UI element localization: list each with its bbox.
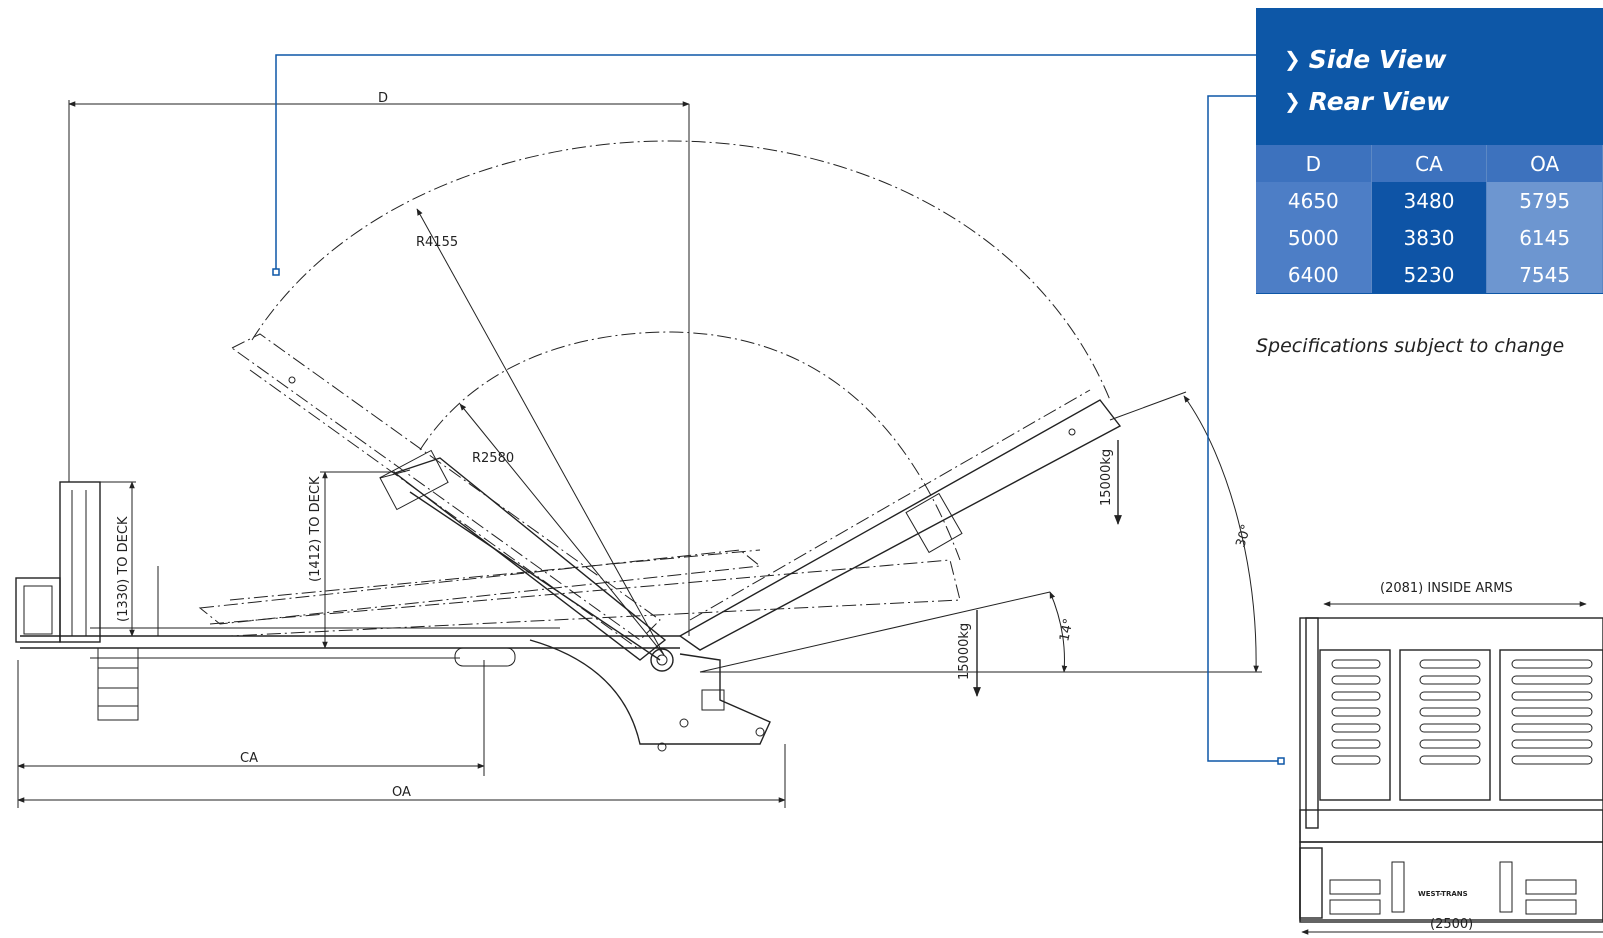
leader-line-side-view <box>275 54 1256 272</box>
rear-left-panel <box>1319 649 1391 801</box>
menu-item-label: Side View <box>1308 44 1447 74</box>
side-view-drawing: D CA OA R4155 R2580 (1330) TO DECK (1412… <box>15 91 1262 808</box>
spec-header-oa: OA <box>1486 145 1603 182</box>
table-cell: 5795 <box>1486 182 1603 219</box>
load-lower-label: 15000kg <box>957 623 972 680</box>
menu-item-rear-view[interactable]: ❯ Rear View <box>1284 80 1449 122</box>
menu-item-side-view[interactable]: ❯ Side View <box>1284 38 1449 80</box>
rear-right-panel <box>1499 649 1603 801</box>
inner-swing-arc <box>419 331 961 561</box>
rear-view-drawing: WEST-TRANS (2081) INSIDE ARMS (2500) <box>1299 581 1603 935</box>
rear-slots <box>1331 659 1593 765</box>
spec-table-header: D CA OA <box>1256 145 1603 182</box>
chevron-right-icon: ❯ <box>1284 47 1301 71</box>
spec-note: Specifications subject to change <box>1256 335 1565 357</box>
rear-width-label: (2500) <box>1430 917 1473 932</box>
outer-swing-arc <box>251 140 1111 401</box>
view-menu: ❯ Side View ❯ Rear View <box>1284 38 1449 122</box>
inside-arms-label: (2081) INSIDE ARMS <box>1380 581 1513 596</box>
spec-table: D CA OA 4650 3480 5795 5000 3830 6145 64… <box>1256 145 1603 293</box>
radius-inner-label: R2580 <box>472 451 514 466</box>
arm-raised <box>231 333 661 651</box>
dim-d-label: D <box>378 91 388 106</box>
table-cell: 5230 <box>1371 256 1488 293</box>
leader-node-rear-view <box>1277 757 1285 765</box>
angle-30-label: 30° <box>1233 523 1254 549</box>
leader-lines <box>272 54 1285 765</box>
spec-header-d: D <box>1256 145 1372 182</box>
to-deck-1412-label: (1412) TO DECK <box>308 476 323 582</box>
leader-line-rear-view <box>1207 95 1280 762</box>
spec-panel: ❯ Side View ❯ Rear View D CA OA 4650 348… <box>1256 8 1603 294</box>
table-row: 6400 5230 7545 <box>1256 256 1603 293</box>
table-cell: 3480 <box>1371 182 1488 219</box>
pivot-point <box>650 648 674 672</box>
load-upper-label: 15000kg <box>1099 449 1114 506</box>
dim-oa-label: OA <box>392 785 411 800</box>
to-deck-1330-label: (1330) TO DECK <box>116 516 131 622</box>
table-cell: 7545 <box>1486 256 1603 293</box>
angle-14-label: 14° <box>1057 617 1076 643</box>
table-cell: 5000 <box>1256 219 1372 256</box>
chevron-right-icon: ❯ <box>1284 89 1301 113</box>
chassis <box>15 481 771 752</box>
menu-item-label: Rear View <box>1308 86 1450 116</box>
spec-header-ca: CA <box>1371 145 1488 182</box>
dim-ca-label: CA <box>240 751 258 766</box>
radius-outer-label: R4155 <box>416 235 458 250</box>
table-cell: 3830 <box>1371 219 1488 256</box>
table-row: 5000 3830 6145 <box>1256 219 1603 256</box>
table-row: 4650 3480 5795 <box>1256 182 1603 219</box>
table-cell: 6400 <box>1256 256 1372 293</box>
table-cell: 4650 <box>1256 182 1372 219</box>
table-cell: 6145 <box>1486 219 1603 256</box>
rear-centre-panel <box>1399 649 1491 801</box>
arm-extended <box>678 389 1122 651</box>
arm-stowed <box>198 549 961 637</box>
leader-node-side-view <box>272 268 280 276</box>
rear-brand-label: WEST-TRANS <box>1418 890 1468 898</box>
arm-mid <box>379 449 667 661</box>
